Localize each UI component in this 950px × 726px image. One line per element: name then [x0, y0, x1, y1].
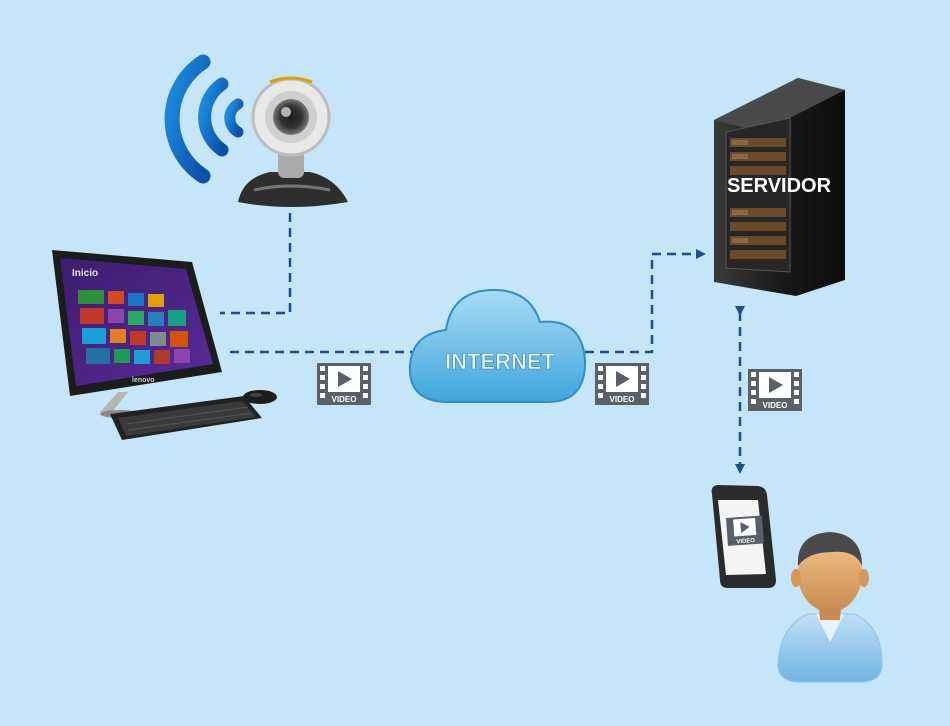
wifi-signal-icon [164, 54, 244, 184]
smartphone-icon: VIDEO [711, 485, 776, 588]
computer-brand: lenovo [132, 377, 155, 384]
computer-screen-start-text: Inicio [72, 268, 98, 279]
mouse-icon [243, 390, 277, 404]
server-label: SERVIDOR [727, 175, 832, 197]
start-screen-tiles [78, 290, 190, 364]
phone-video-label: VIDEO [736, 538, 755, 545]
video-badge-label: VIDEO [332, 395, 357, 404]
connector-webcam-computer [220, 198, 292, 315]
connectors [220, 198, 745, 474]
video-badge-pc-internet: VIDEO [317, 363, 371, 405]
connector-internet-server [585, 249, 706, 354]
keyboard-icon [110, 396, 262, 440]
video-badge-label: VIDEO [763, 401, 788, 410]
video-badge-server-phone: VIDEO [748, 369, 802, 411]
server-rack-icon: SERVIDOR [714, 78, 845, 296]
internet-label: INTERNET [445, 349, 556, 374]
phone-video-icon: VIDEO [726, 515, 764, 546]
cloud-icon: INTERNET [408, 288, 587, 403]
all-in-one-computer-icon: Inicio lenovo [52, 250, 222, 418]
user-avatar-icon [777, 532, 883, 683]
video-badge-internet-server: VIDEO [595, 363, 649, 405]
video-badge-label: VIDEO [610, 395, 635, 404]
webcam-icon [238, 76, 348, 207]
